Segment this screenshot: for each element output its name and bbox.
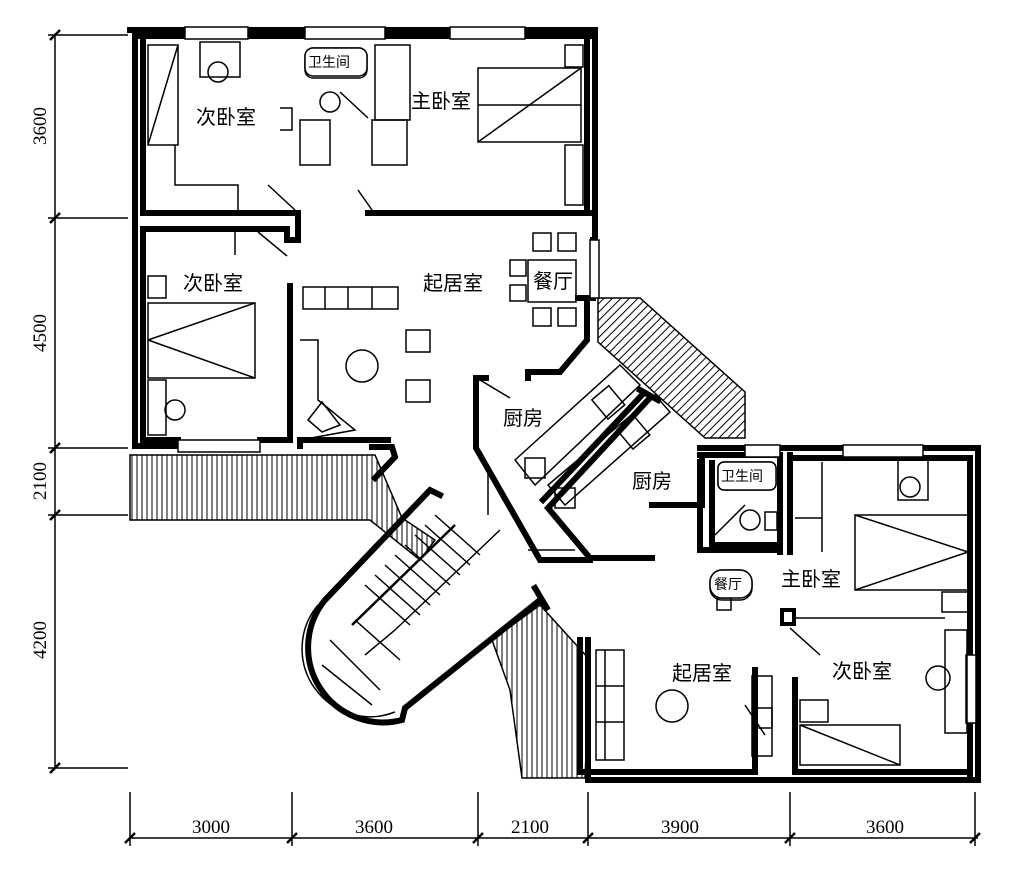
balcony-hatching <box>129 297 746 779</box>
dim-bottom-2: 3600 <box>355 817 393 838</box>
bathroom-right-label-box <box>717 461 777 491</box>
bathroom-top-label-box <box>304 47 368 77</box>
label-bathroom-top: 卫生间 <box>308 55 350 71</box>
label-bedroom-bottom-right: 次卧室 <box>832 659 892 683</box>
dining-right-label-box <box>709 569 753 599</box>
dim-bottom-4: 3900 <box>661 817 699 838</box>
stair-tower <box>301 486 551 726</box>
label-kitchen-left: 厨房 <box>503 406 543 430</box>
label-bedroom-top-left: 次卧室 <box>196 105 256 129</box>
label-dining-right: 餐厅 <box>714 577 742 593</box>
dim-left-4: 4200 <box>30 621 51 659</box>
dim-left-1: 3600 <box>30 107 51 145</box>
dim-left-2: 4500 <box>30 314 51 352</box>
bottom-dimension-lines <box>124 792 981 846</box>
label-bedroom-left: 次卧室 <box>183 271 243 295</box>
label-dining-top: 餐厅 <box>533 269 573 293</box>
label-living-room-bottom: 起居室 <box>672 661 732 685</box>
label-bathroom-right: 卫生间 <box>721 469 763 485</box>
dim-left-3: 2100 <box>30 462 51 500</box>
dim-bottom-3: 2100 <box>511 817 549 838</box>
windows <box>177 26 977 724</box>
walls-right-block <box>577 445 981 783</box>
dim-bottom-5: 3600 <box>866 817 904 838</box>
label-kitchen-right: 厨房 <box>632 469 672 493</box>
dim-bottom-1: 3000 <box>192 817 230 838</box>
label-living-room-top: 起居室 <box>423 271 483 295</box>
left-dimension-lines <box>48 29 128 774</box>
label-master-bedroom-right: 主卧室 <box>781 567 841 591</box>
stair-treads <box>321 514 481 706</box>
label-master-bedroom-top: 主卧室 <box>411 89 471 113</box>
